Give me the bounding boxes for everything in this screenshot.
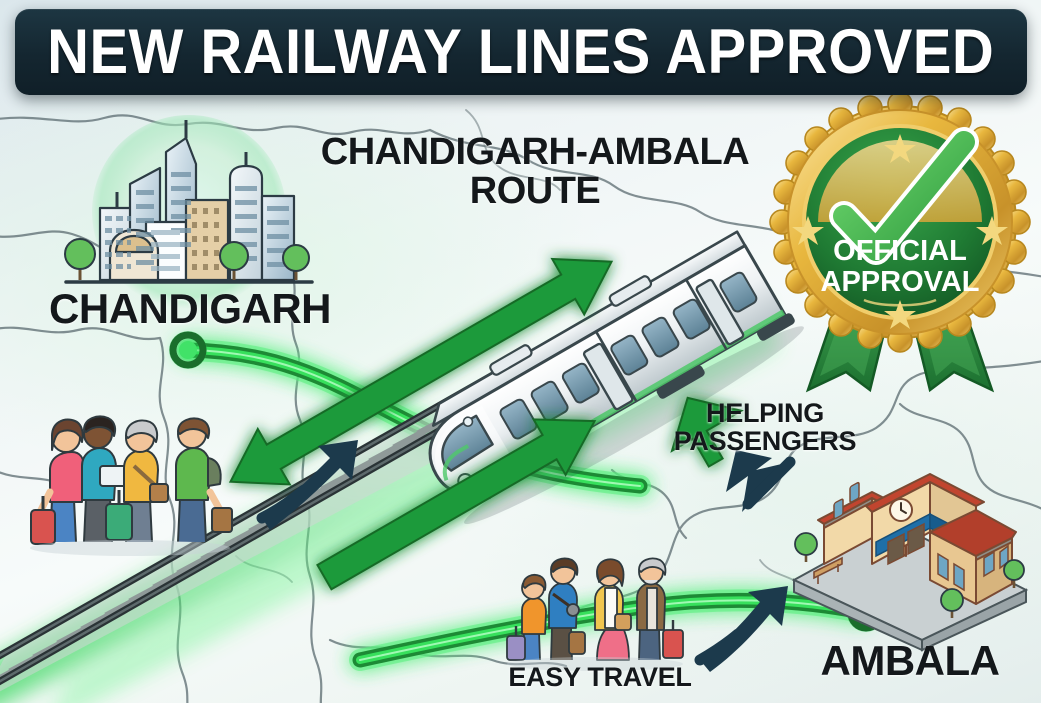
arrow-down-left <box>670 396 744 468</box>
bag-purple <box>506 635 526 661</box>
route-node-origin <box>169 331 207 369</box>
helping-line1: HELPING <box>706 398 824 428</box>
bidirectional-arrow <box>228 257 614 486</box>
suitcase-red <box>30 509 56 545</box>
page-title: NEW RAILWAY LINES APPROVED <box>47 16 995 87</box>
star-icon <box>792 134 1008 329</box>
helping-line2: PASSENGERS <box>673 425 857 456</box>
navy-arrow-left <box>256 440 358 530</box>
badge-line1: OFFICIAL <box>833 235 967 267</box>
direction-arrows <box>0 200 1041 703</box>
tree-icon <box>64 238 310 280</box>
family-travelers-icon <box>505 548 690 673</box>
badge-line2: APPROVAL <box>821 266 980 298</box>
official-approval-badge: OFFICIAL APPROVAL <box>768 91 1033 393</box>
helping-passengers-callout: HELPING PASSENGERS <box>650 398 880 456</box>
bag-brown <box>211 507 233 533</box>
traveler-group-icon <box>30 392 245 557</box>
suitcase-red <box>662 629 684 659</box>
destination-label: AMBALA <box>820 637 1000 684</box>
route-title-line1: CHANDIGARH-AMBALA <box>320 131 750 173</box>
railway-station-building-icon <box>780 468 1030 652</box>
origin-label: CHANDIGARH <box>49 285 332 332</box>
route-title: CHANDIGARH-AMBALA ROUTE <box>300 133 770 211</box>
tree-icon <box>794 532 1025 618</box>
suitcase-green <box>105 503 133 541</box>
arrow-up-right-lower <box>316 418 597 591</box>
easy-travel-callout: EASY TRAVEL <box>508 662 692 692</box>
title-banner: NEW RAILWAY LINES APPROVED <box>15 9 1027 95</box>
check-mark-icon <box>829 127 979 265</box>
city-skyline-icon <box>58 112 320 317</box>
route-title-line2: ROUTE <box>469 169 601 212</box>
navy-arrow-helping <box>726 450 796 512</box>
bag-brown <box>568 631 586 655</box>
navy-arrow-easy <box>694 586 788 672</box>
